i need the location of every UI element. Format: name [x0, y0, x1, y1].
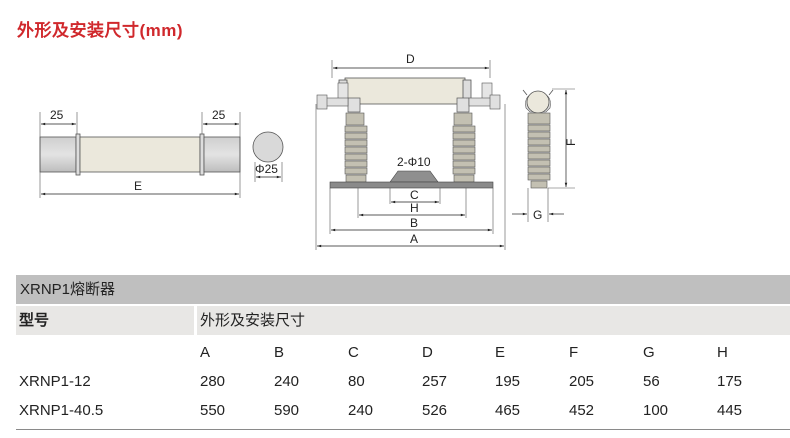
value-cell: 257: [422, 373, 448, 390]
value-cell: 175: [717, 373, 743, 390]
dim-label-c: C: [410, 188, 419, 202]
dim-label-a: A: [410, 232, 418, 246]
table-bottom-rule: [16, 429, 790, 430]
value-cell: 240: [348, 402, 374, 419]
value-cell: 550: [200, 402, 226, 419]
value-cell: 240: [274, 373, 300, 390]
dim-label-b: B: [410, 216, 418, 230]
insulator-left: [344, 112, 368, 183]
value-cell: 526: [422, 402, 448, 419]
column-header-row: A B C D E F G H: [16, 340, 790, 366]
value-cell: 452: [569, 402, 595, 419]
model-cell: XRNP1-12: [19, 373, 91, 390]
dim-label-h: H: [410, 201, 419, 215]
value-cell: 465: [495, 402, 521, 419]
dimensions-header: 外形及安装尺寸: [197, 306, 790, 335]
dim-label-g: G: [533, 208, 542, 222]
value-cell: 80: [348, 373, 365, 390]
base-plate: [329, 181, 494, 189]
column-header: C: [348, 344, 359, 361]
table-row: XRNP1-40.5 550 590 240 526 465 452 100 4…: [16, 398, 790, 424]
column-header: A: [200, 344, 211, 361]
dim-label-e: E: [134, 179, 142, 193]
fuse-left-cap: [39, 136, 77, 173]
column-header: D: [422, 344, 433, 361]
dim-label-d: D: [406, 52, 415, 66]
column-header: B: [274, 344, 285, 361]
fuse-body: [79, 136, 201, 173]
value-cell: 100: [643, 402, 669, 419]
page-title: 外形及安装尺寸(mm): [17, 21, 184, 40]
column-header: H: [717, 344, 728, 361]
column-header: F: [569, 344, 579, 361]
dim-label-f: F: [564, 139, 578, 146]
value-cell: 590: [274, 402, 300, 419]
dimension-drawing: 25 25 E Φ25: [39, 52, 578, 250]
value-cell: 56: [643, 373, 660, 390]
fuse-side-view: 25 25 E Φ25: [39, 108, 284, 198]
table-section-title: XRNP1熔断器: [16, 275, 790, 304]
value-cell: 280: [200, 373, 226, 390]
value-cell: 205: [569, 373, 595, 390]
insulator-right: [452, 112, 476, 183]
base-side-view: F G: [512, 88, 578, 222]
dim-label-right-cap: 25: [212, 108, 226, 122]
value-cell: 195: [495, 373, 521, 390]
dim-label-diameter: Φ25: [255, 162, 278, 176]
model-cell: XRNP1-40.5: [19, 402, 104, 419]
fuse-end-view: [252, 131, 284, 163]
model-header: 型号: [16, 306, 194, 335]
base-front-view: 2-Φ10 D C H B A: [315, 52, 506, 250]
dim-label-holes: 2-Φ10: [397, 155, 431, 169]
table-row: XRNP1-12 280 240 80 257 195 205 56 175: [16, 369, 790, 395]
fuse-right-cap: [203, 136, 241, 173]
column-header: E: [495, 344, 506, 361]
value-cell: 445: [717, 402, 743, 419]
dim-label-left-cap: 25: [50, 108, 64, 122]
column-header: G: [643, 344, 655, 361]
